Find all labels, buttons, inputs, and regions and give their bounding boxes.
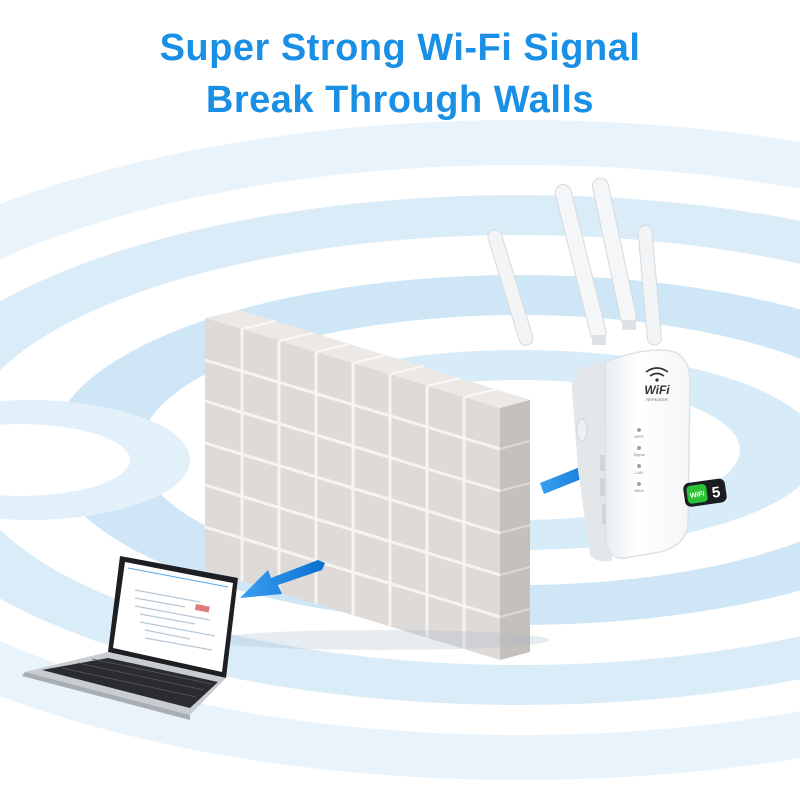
indicator-lights — [637, 428, 641, 486]
brick-wall — [204, 310, 550, 660]
antennas — [487, 177, 662, 346]
indicator-label-signal: Signal — [633, 452, 644, 457]
device-logo-subtext: REPEATER — [646, 397, 667, 402]
indicator-label-wps: WPS — [634, 434, 643, 439]
indicator-label-lan: LAN — [635, 470, 643, 475]
headline: Super Strong Wi-Fi Signal Break Through … — [0, 22, 800, 126]
headline-line-1: Super Strong Wi-Fi Signal — [159, 27, 641, 69]
arrow-to-laptop-icon — [240, 560, 325, 598]
laptop — [22, 556, 238, 720]
badge-number: 5 — [711, 484, 722, 502]
wifi5-badge: WiFi 5 — [683, 478, 727, 507]
wifi-logo-icon — [645, 367, 669, 382]
indicator-label-wan: WAN — [634, 488, 643, 493]
headline-line-2: Break Through Walls — [205, 79, 595, 121]
wifi-repeater-device: WiFi REPEATER WPS Signal LAN WAN WiFi 5 — [487, 177, 727, 562]
device-logo-text: WiFi — [644, 383, 670, 397]
badge-wifi-text: WiFi — [689, 491, 705, 500]
